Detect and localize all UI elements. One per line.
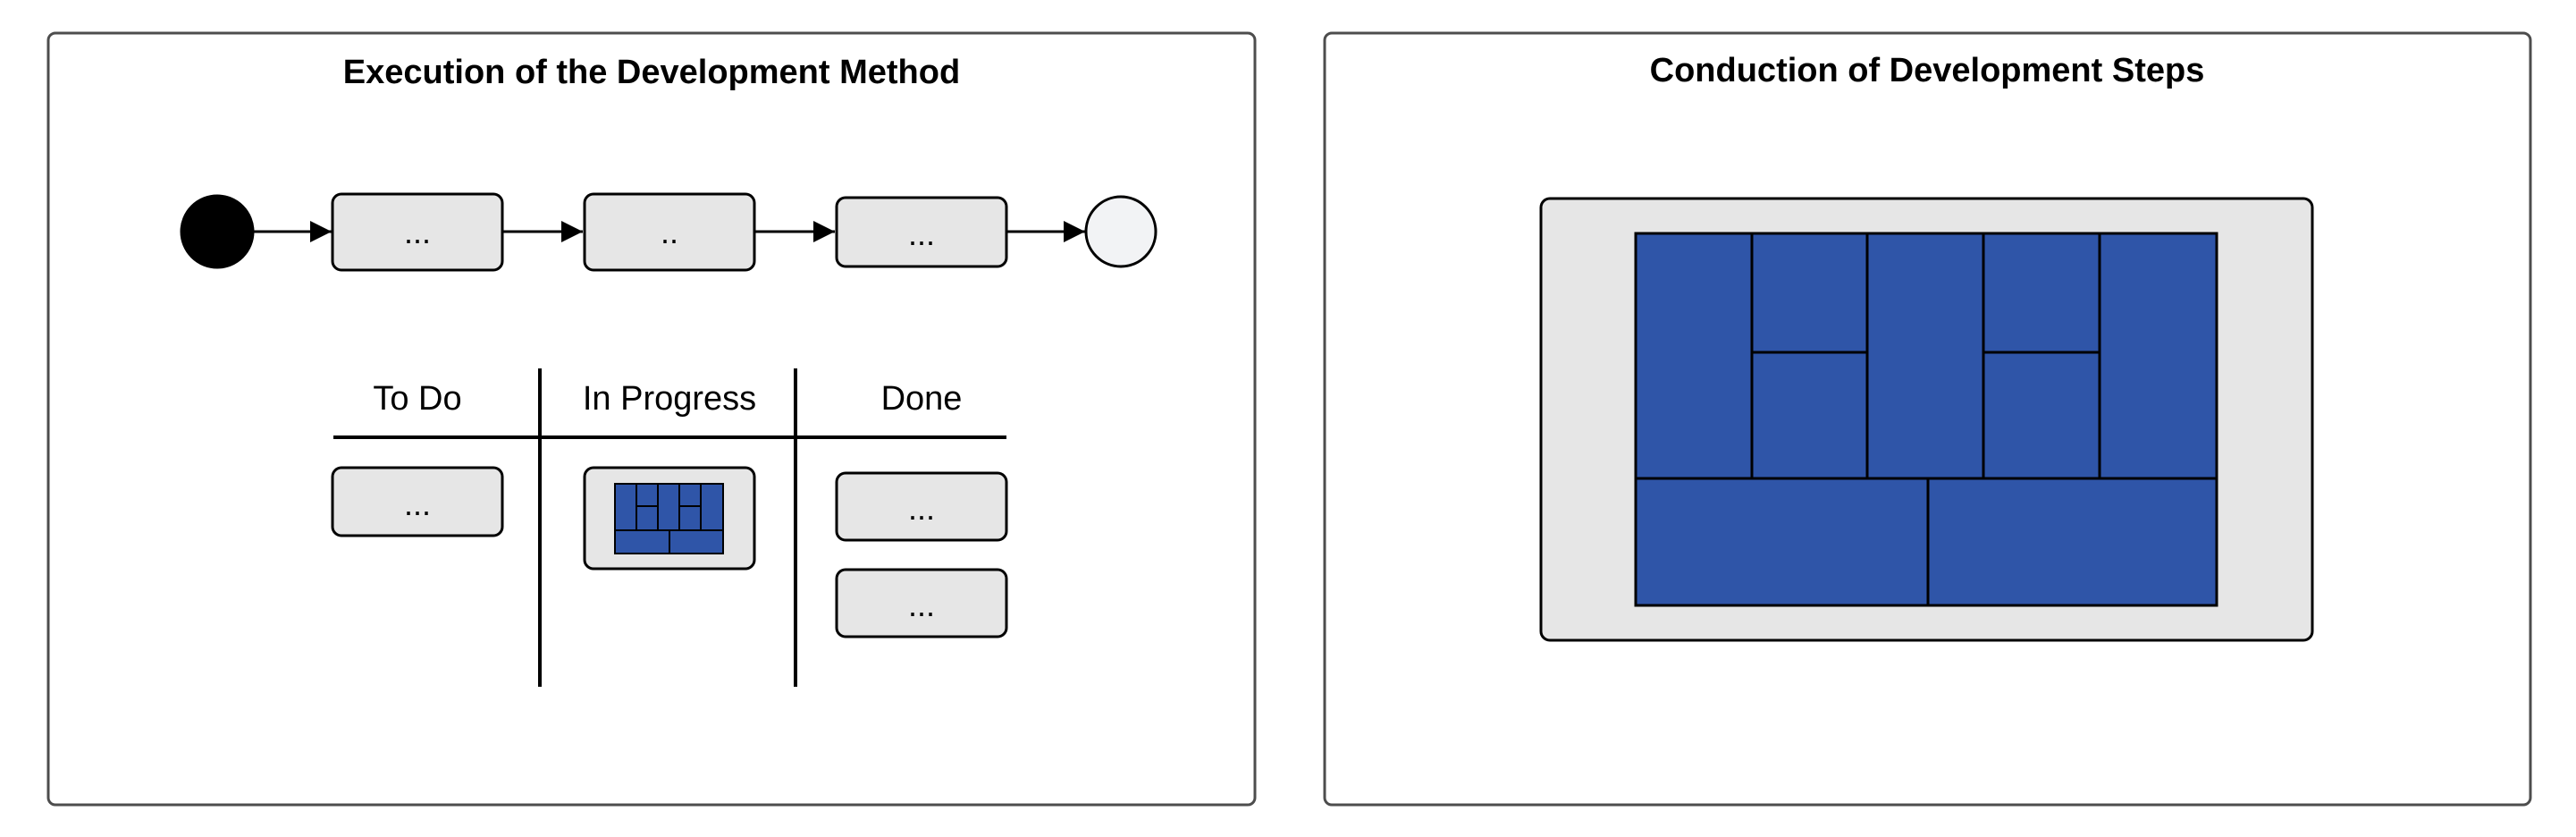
kanban-board: To Do In Progress Done ... <box>331 368 1008 687</box>
task-card-box <box>835 568 1008 638</box>
block-tall-1 <box>1634 232 1754 480</box>
block-wide-2 <box>1926 477 2218 607</box>
block-small-3 <box>1982 232 2101 354</box>
task-card-label: ... <box>908 490 935 527</box>
task-card-box <box>835 471 1008 542</box>
done-card-1: ... <box>835 471 1008 542</box>
block-small-4 <box>1982 351 2101 480</box>
task-card-box <box>331 466 504 537</box>
block-tall-3 <box>2098 232 2218 480</box>
process-flow: ... .. ... <box>180 192 1158 272</box>
flow-step-label: .. <box>661 214 678 250</box>
task-card-label: ... <box>404 486 431 522</box>
left-panel-title: Execution of the Development Method <box>343 54 960 91</box>
column-header-in-progress: In Progress <box>583 380 756 418</box>
block-wide-1 <box>1634 477 1930 607</box>
in-progress-card <box>583 466 756 571</box>
flow-step-label: ... <box>908 216 935 252</box>
todo-card: ... <box>331 466 504 537</box>
left-panel-frame <box>46 31 1257 807</box>
column-header-done: Done <box>881 380 963 418</box>
block-small-2 <box>1750 351 1869 480</box>
left-panel: Execution of the Development Method ... … <box>46 31 1257 807</box>
block-grid-icon <box>1634 232 2218 607</box>
right-panel: Conduction of Development Steps <box>1323 31 2532 807</box>
right-panel-title: Conduction of Development Steps <box>1650 52 2205 89</box>
flow-step-2: .. <box>583 192 756 272</box>
flow-step-3: ... <box>835 196 1008 268</box>
block-grid-icon <box>614 483 724 554</box>
done-card-2: ... <box>835 568 1008 638</box>
start-node <box>180 194 255 269</box>
block-tall-2 <box>1865 232 1985 480</box>
flow-step-label: ... <box>404 214 431 250</box>
block-small-1 <box>1750 232 1869 354</box>
flow-step-1: ... <box>331 192 504 272</box>
end-node <box>1084 195 1158 268</box>
task-card-label: ... <box>908 587 935 623</box>
development-steps-container <box>1539 197 2314 642</box>
column-header-todo: To Do <box>373 380 461 418</box>
